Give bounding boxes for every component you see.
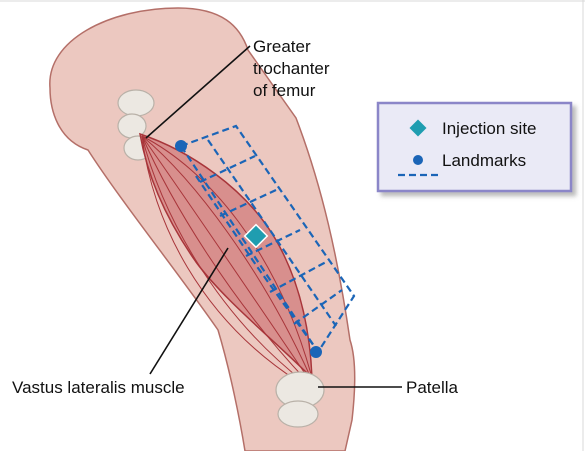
landmark-dot-bottom [310,346,322,358]
legend-injection-label: Injection site [442,119,537,138]
label-patella: Patella [406,378,459,397]
patella-bone [276,372,324,427]
label-greater-line3: of femur [253,81,316,100]
legend-landmarks-label: Landmarks [442,151,526,170]
legend: Injection site Landmarks [378,103,571,191]
label-vastus-lateralis: Vastus lateralis muscle [12,378,185,397]
legend-box [378,103,571,191]
label-greater-line2: trochanter [253,59,330,78]
label-greater-line1: Greater [253,37,311,56]
landmark-dot-top [175,140,187,152]
legend-landmark-dot-icon [413,155,423,165]
